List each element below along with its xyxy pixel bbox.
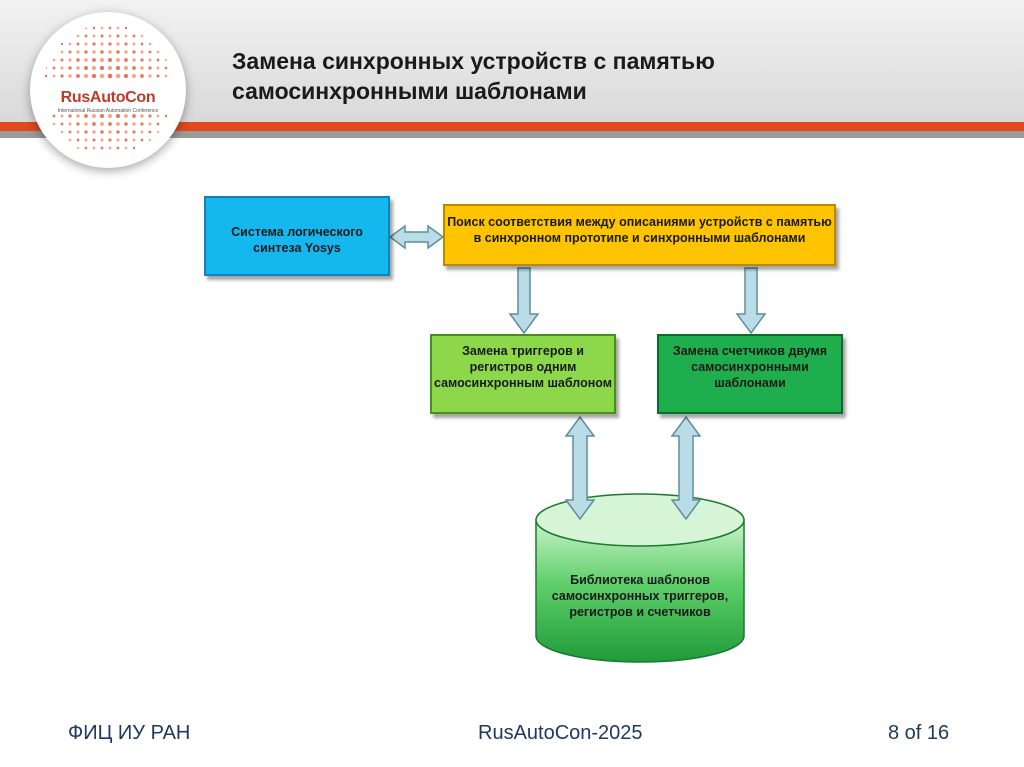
- box-synthesis-system: Система логического синтеза Yosys: [204, 196, 390, 276]
- footer-organization: ФИЦ ИУ РАН: [68, 722, 191, 744]
- down-arrow-to-counters: [735, 267, 767, 335]
- double-arrow-triggers-library: [564, 415, 596, 521]
- down-arrow-to-triggers: [508, 267, 540, 335]
- logo-name: RusAutoCon: [60, 89, 156, 106]
- footer-page-number: 8 of 16: [888, 722, 950, 744]
- box-replace-counters: Замена счетчиков двумя самосинхронными ш…: [657, 334, 843, 414]
- page-title: Замена синхронных устройств с памятью са…: [232, 46, 932, 106]
- title-line-1: Замена синхронных устройств с памятью: [232, 48, 715, 74]
- box-replace-triggers: Замена триггеров и регистров одним самос…: [430, 334, 616, 414]
- conference-logo-icon: RusAutoCon International Russian Automat…: [30, 12, 186, 168]
- title-line-2: самосинхронными шаблонами: [232, 78, 587, 104]
- box-match-search: Поиск соответствия между описаниями устр…: [443, 204, 836, 266]
- library-cylinder: [535, 493, 745, 663]
- double-arrow-synthesis-search: [388, 224, 445, 250]
- footer-conference: RusAutoCon-2025: [478, 722, 643, 744]
- library-label: Библиотека шаблонов самосинхронных тригг…: [551, 573, 729, 619]
- header-accent-stripe: [0, 122, 1024, 131]
- logo-subtitle: International Russian Automation Confere…: [57, 108, 159, 114]
- header-gray-stripe: [0, 131, 1024, 138]
- double-arrow-counters-library: [670, 415, 702, 521]
- header-white-stripe: [0, 138, 1024, 141]
- logo-dot-sphere: [44, 26, 168, 150]
